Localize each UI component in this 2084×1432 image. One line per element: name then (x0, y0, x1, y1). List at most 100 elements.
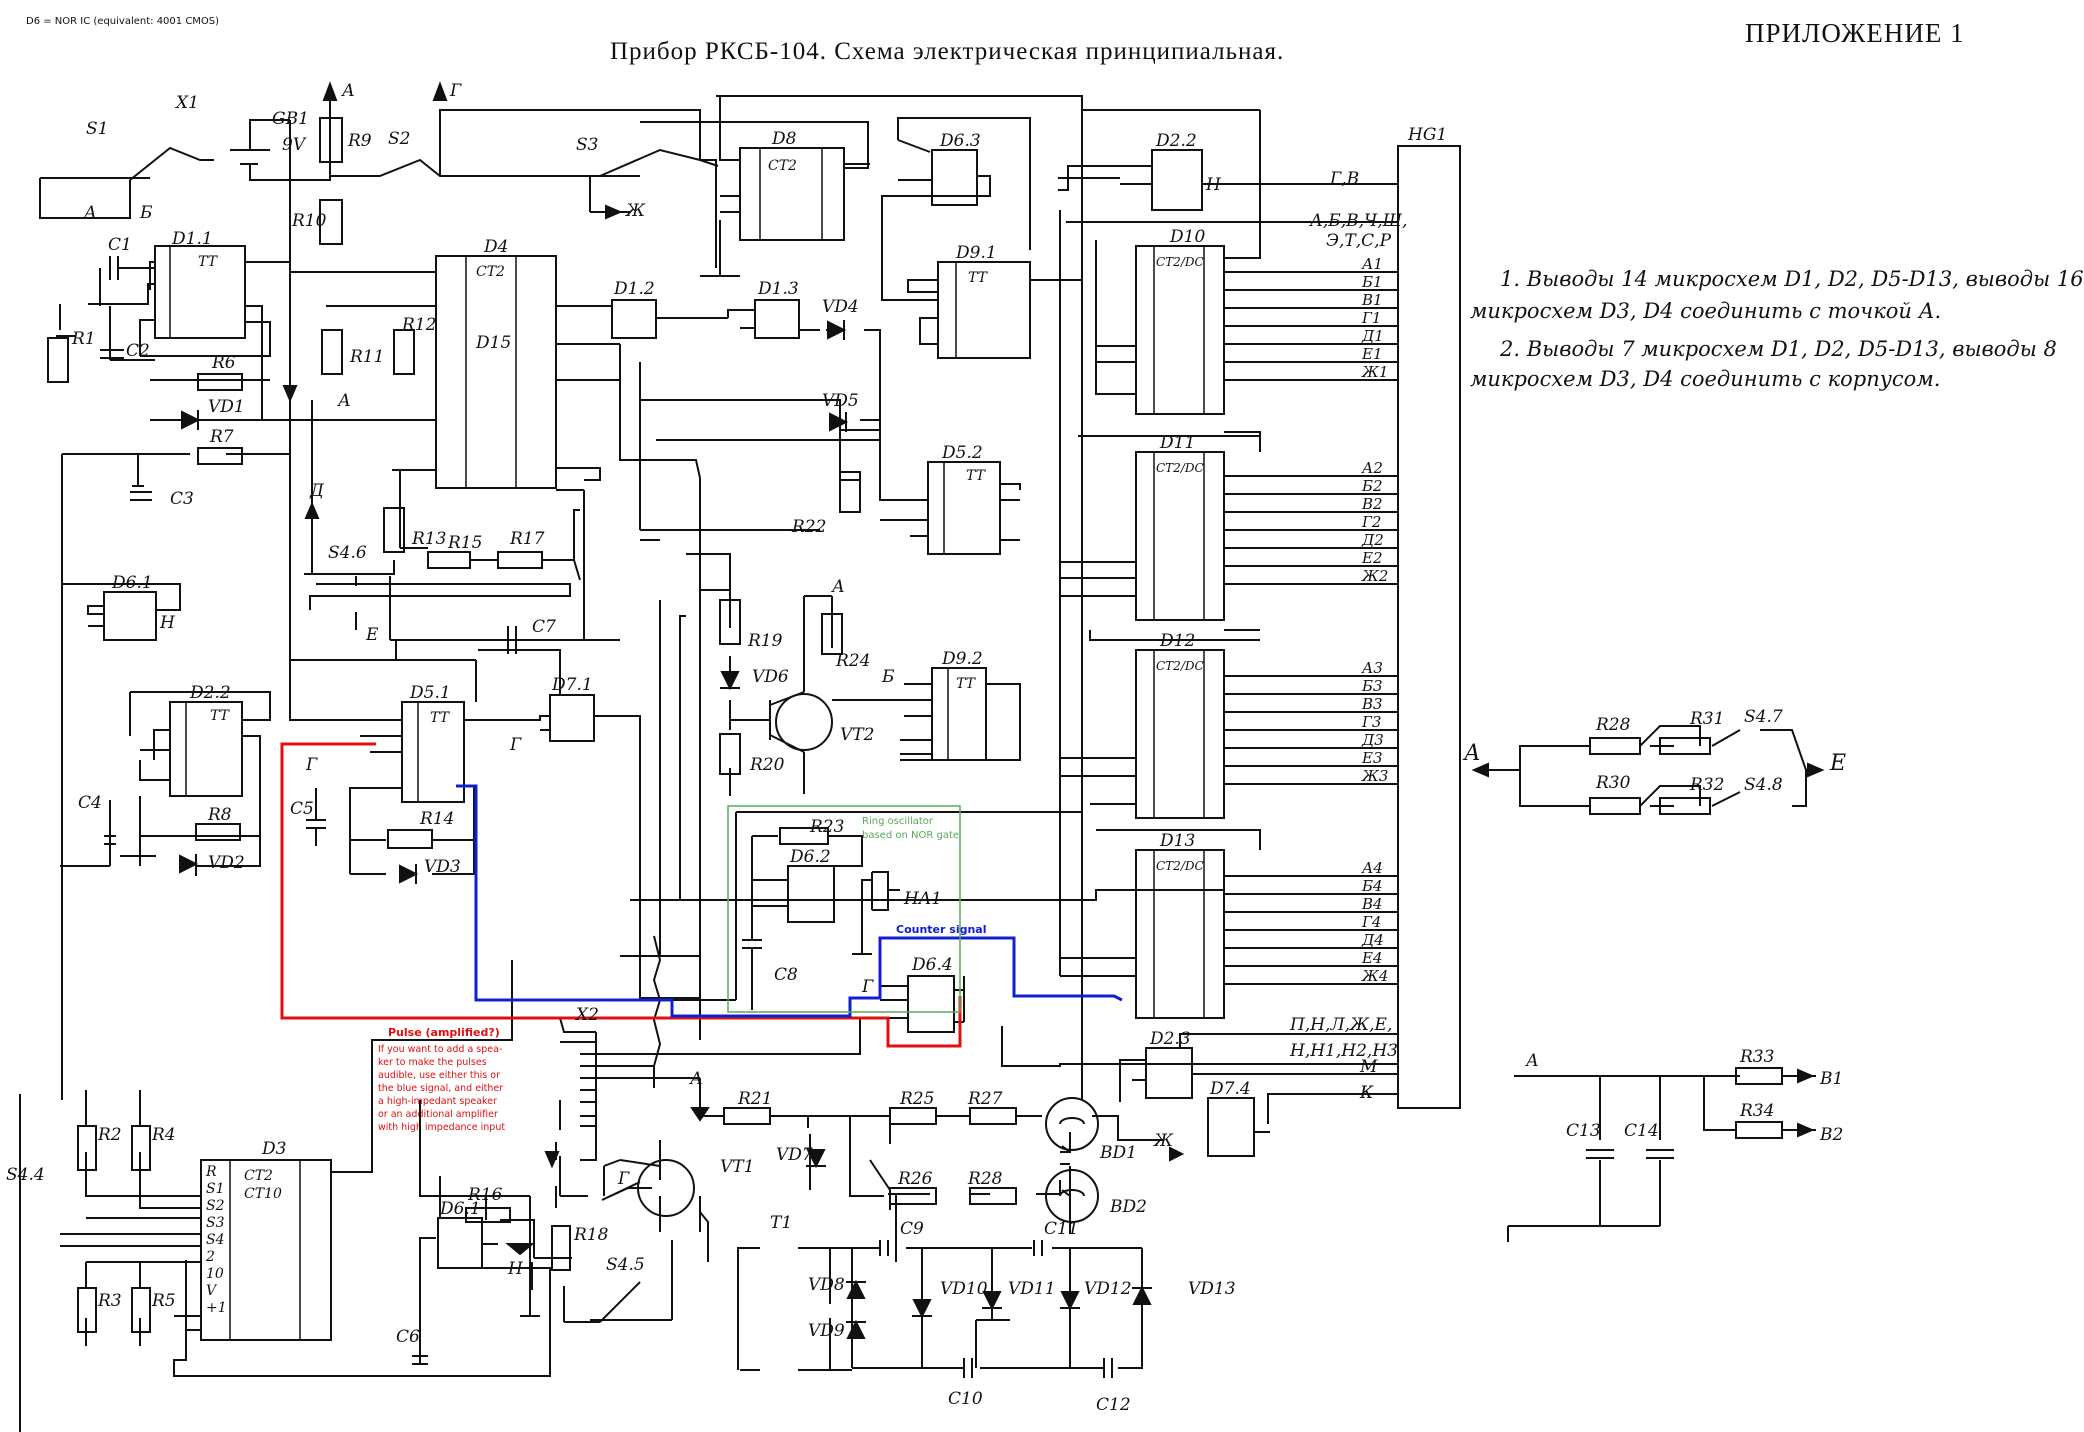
label-R5: R5 (151, 1291, 176, 1311)
label-S3: S3 (576, 135, 598, 155)
chip-D4-ct: CT2 (476, 264, 505, 280)
chip-D2-2-top: D2.2 (1155, 131, 1197, 151)
hg1-segment-label: Ж4 (1361, 967, 1388, 985)
label-R28-lower: R28 (967, 1169, 1003, 1189)
ring-oscillator-title: Ring oscillator (862, 816, 934, 827)
label-R22: R22 (791, 517, 826, 537)
label-X1: X1 (174, 93, 199, 113)
hg1-segment-label: Г1 (1361, 309, 1381, 327)
hg1-segment-labels: А1Б1В1Г1Д1Е1Ж1А2Б2В2Г2Д2Е2Ж2А3Б3В3Г3Д3Е3… (1361, 255, 1388, 985)
label-S4-4: S4.4 (6, 1165, 45, 1185)
chip-D1-1: D1.1 (171, 229, 213, 249)
label-T1: T1 (770, 1213, 792, 1233)
chip-D12: D12 (1159, 631, 1195, 651)
label-R24: R24 (835, 651, 870, 671)
chip-outlines (103, 145, 1461, 1341)
pulse-note-line: a high-impedant speaker (378, 1096, 497, 1107)
resistors (47, 117, 1783, 1333)
label-VD6: VD6 (752, 667, 789, 687)
label-GB1-voltage: 9V (282, 135, 307, 155)
chip-HG1: HG1 (1407, 125, 1447, 145)
arrows (282, 81, 1825, 1256)
node-A-right: А (1462, 741, 1481, 766)
label-VD7: VD7 (776, 1145, 813, 1165)
label-R7: R7 (209, 427, 234, 447)
label-BD2: BD2 (1109, 1197, 1147, 1217)
d3-pin-label: S1 (206, 1181, 225, 1197)
chip-D6-4: D6.4 (911, 955, 953, 975)
chip-D5-1-tt: TT (430, 710, 451, 726)
label-S1: S1 (86, 119, 108, 139)
node-G-top: Г (449, 81, 462, 101)
pulse-note-body: If you want to add a spea-ker to make th… (378, 1043, 505, 1134)
label-C11: C11 (1044, 1219, 1079, 1239)
hg1-top-0: Г,В (1329, 169, 1359, 189)
node-E: Е (365, 625, 379, 645)
label-C14: C14 (1624, 1121, 1659, 1141)
node-A-c1: А (83, 203, 97, 223)
label-R1: R1 (71, 329, 96, 349)
hg1-segment-label: А1 (1361, 255, 1383, 273)
hg1-segment-label: Д4 (1361, 931, 1384, 949)
pulse-trace (280, 742, 962, 1048)
wiring (19, 88, 1816, 1432)
label-R3: R3 (97, 1291, 122, 1311)
hg1-bottom-2: М (1359, 1057, 1378, 1077)
chip-D12-ct: CT2/DC (1156, 659, 1204, 673)
hg1-segment-label: Д1 (1361, 327, 1384, 345)
chip-D5-2: D5.2 (941, 443, 983, 463)
label-B1: B1 (1819, 1069, 1843, 1089)
label-C2: C2 (126, 341, 150, 361)
chip-D4: D4 (483, 237, 508, 257)
node-G-d51: Г (305, 755, 318, 775)
label-R6: R6 (211, 353, 236, 373)
chip-D13-ct: CT2/DC (1156, 859, 1204, 873)
ring-oscillator-subtitle: based on NOR gate (862, 830, 960, 841)
hg1-segment-label: Ж2 (1361, 567, 1388, 585)
label-C4: C4 (78, 793, 102, 813)
chip-D3-ct10: CT10 (244, 1186, 282, 1202)
label-R23: R23 (809, 817, 844, 837)
label-VT1: VT1 (720, 1157, 754, 1177)
label-S4-6: S4.6 (328, 543, 367, 563)
label-VD12: VD12 (1084, 1279, 1132, 1299)
hg1-segment-label: Г2 (1361, 513, 1381, 531)
label-HA1: HA1 (903, 889, 942, 909)
label-VD8: VD8 (808, 1275, 845, 1295)
node-E-right: Е (1829, 751, 1846, 776)
node-A-vt1: А (689, 1069, 703, 1089)
node-B-c1: Б (139, 203, 153, 223)
hg1-bottom-1: Н,Н1,Н2,Н3 (1289, 1041, 1398, 1061)
label-VD10: VD10 (940, 1279, 988, 1299)
label-R11: R11 (349, 347, 384, 367)
hg1-bottom-0: П,Н,Л,Ж,Е, (1289, 1015, 1392, 1035)
label-GB1: GB1 (272, 109, 309, 129)
hg1-segment-label: Г3 (1361, 713, 1381, 731)
hg1-top-1: А,Б,В,Ч,Ш, (1309, 211, 1407, 231)
chip-D2-2: D2.2 (189, 683, 231, 703)
chip-D11-ct: CT2/DC (1156, 461, 1204, 475)
node-H-d61: Н (159, 613, 176, 633)
label-R2: R2 (97, 1125, 122, 1145)
label-R14: R14 (419, 809, 454, 829)
chip-D5-2-tt: TT (966, 468, 987, 484)
appendix-label: ПРИЛОЖЕНИЕ 1 (1745, 18, 1965, 48)
node-A-top: А (341, 81, 355, 101)
chip-D1-1-tt: TT (198, 254, 219, 270)
node-G-d71: Г (509, 735, 522, 755)
chip-D6-3: D6.3 (939, 131, 981, 151)
pulse-note-title: Pulse (amplified?) (388, 1026, 500, 1039)
node-G-vt1: Г (617, 1169, 630, 1189)
label-R13: R13 (411, 529, 446, 549)
d3-pin-label: S4 (206, 1232, 225, 1248)
schematic-title: Прибор РКСБ-104. Схема электрическая при… (610, 38, 1285, 65)
label-VD5: VD5 (822, 391, 859, 411)
chip-D7-1: D7.1 (551, 675, 593, 695)
chip-D7-4: D7.4 (1209, 1079, 1251, 1099)
label-C3: C3 (170, 489, 194, 509)
label-VD3: VD3 (424, 857, 461, 877)
label-VD13: VD13 (1188, 1279, 1236, 1299)
label-R4: R4 (151, 1125, 176, 1145)
label-C6: C6 (396, 1327, 420, 1347)
label-R12: R12 (401, 315, 436, 335)
